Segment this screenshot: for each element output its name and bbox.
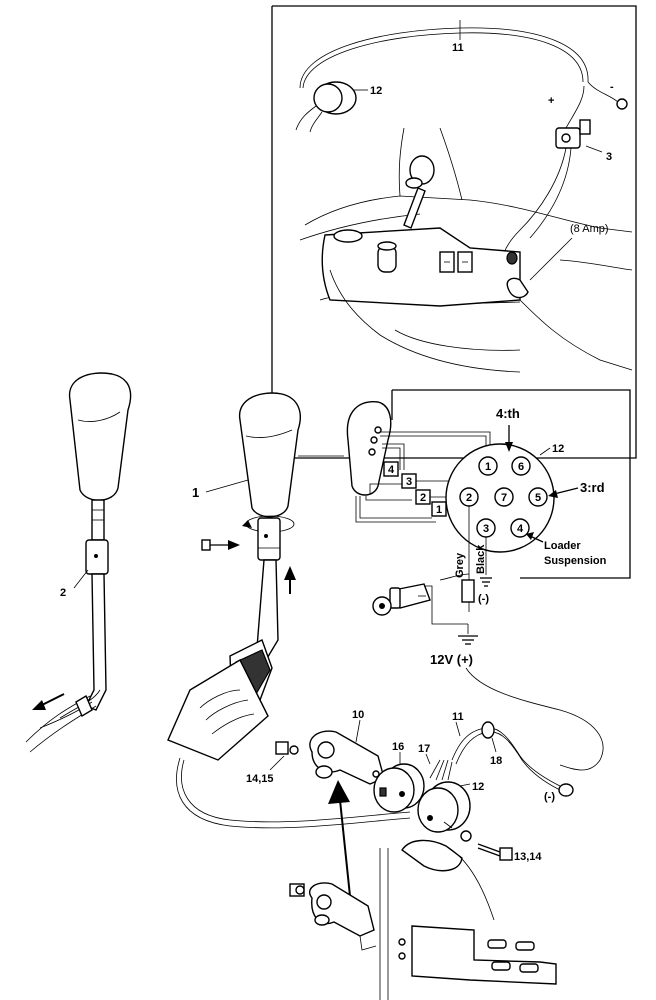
supply-symbol (458, 635, 478, 645)
bracket-10 (309, 730, 385, 785)
svg-text:3: 3 (406, 476, 412, 488)
label-4th: 4:th (496, 406, 520, 421)
callout-2: 2 (60, 587, 66, 599)
socket-12-top (295, 81, 357, 133)
harness-cable-11 (299, 27, 589, 89)
bolt-washer (460, 830, 513, 861)
wire-grey: Grey (454, 552, 466, 578)
bracket-lower (289, 882, 377, 951)
callout-16: 16 (392, 741, 404, 753)
callout-10: 10 (352, 709, 364, 721)
wire-black: Black (475, 544, 487, 574)
label-loader-line1: Loader (544, 540, 581, 552)
callout-18: 18 (490, 755, 502, 767)
gear-knob-left (25, 372, 132, 753)
svg-text:7: 7 (501, 492, 507, 504)
wire-box-2: 2 (415, 489, 431, 505)
fuse-rating: (8 Amp) (570, 223, 609, 235)
callout-12-connector: 12 (552, 443, 564, 455)
svg-text:1: 1 (485, 461, 491, 473)
svg-text:5: 5 (535, 492, 541, 504)
pin-3: 3 (476, 518, 496, 538)
inset-panel: 11 12 + - 3 (271, 5, 637, 459)
arrow-left-down (32, 693, 65, 710)
harness-11-bottom (451, 721, 574, 797)
supply-label: 12V (+) (430, 652, 473, 667)
wire-box-4: 4 (383, 461, 399, 477)
cab-interior (299, 127, 633, 373)
svg-text:2: 2 (420, 492, 426, 504)
wire-box-3: 3 (401, 473, 417, 489)
inline-resistor (461, 579, 475, 603)
plus-sign: + (548, 95, 554, 107)
callout-14-15: 14,15 (246, 773, 274, 785)
callout-11-top: 11 (452, 42, 464, 54)
ground-label-bottom: (-) (544, 791, 555, 803)
svg-text:4: 4 (388, 464, 395, 476)
pin-5: 5 (528, 487, 548, 507)
connector-12: 1 6 2 7 5 3 4 (445, 443, 555, 553)
arrow-big (328, 780, 351, 897)
svg-text:1: 1 (436, 504, 442, 516)
callout-17: 17 (418, 743, 430, 755)
gear-knob-center (239, 392, 301, 661)
cable-loop (176, 757, 411, 829)
key-switch (372, 573, 470, 625)
pin-7: 7 (494, 487, 514, 507)
callout-1: 1 (192, 485, 199, 500)
socket-12-bottom (417, 781, 471, 833)
callout-11-bottom: 11 (452, 711, 464, 723)
pin-6: 6 (511, 456, 531, 476)
svg-text:6: 6 (518, 461, 524, 473)
callout-13-14: 13,14 (514, 851, 542, 863)
wire-box-1: 1 (431, 501, 447, 517)
wiring-box (391, 389, 631, 579)
label-3rd: 3:rd (580, 480, 605, 495)
screw-left (201, 539, 240, 551)
control-valve (167, 639, 411, 829)
ground-label: (-) (478, 593, 489, 605)
handle-wires (355, 431, 491, 523)
pin-1: 1 (478, 456, 498, 476)
disc-16 (373, 763, 425, 813)
arrow-up (284, 566, 296, 594)
joystick-handle-small (346, 401, 392, 496)
pin-4: 4 (510, 518, 530, 538)
label-loader-line2: Suspension (544, 555, 607, 567)
ground-symbol-small (480, 577, 492, 587)
pin-2: 2 (459, 487, 479, 507)
mounting-bracket (379, 839, 557, 1000)
svg-text:3: 3 (483, 523, 489, 535)
minus-sign: - (610, 81, 614, 93)
svg-text:2: 2 (466, 492, 472, 504)
wires-17 (429, 759, 453, 781)
callout-12-bottom: 12 (472, 781, 484, 793)
nut-washer (275, 741, 299, 755)
callout-12-top: 12 (370, 85, 382, 97)
relay-3 (555, 119, 591, 149)
callout-3: 3 (606, 151, 612, 163)
svg-text:4: 4 (517, 523, 524, 535)
